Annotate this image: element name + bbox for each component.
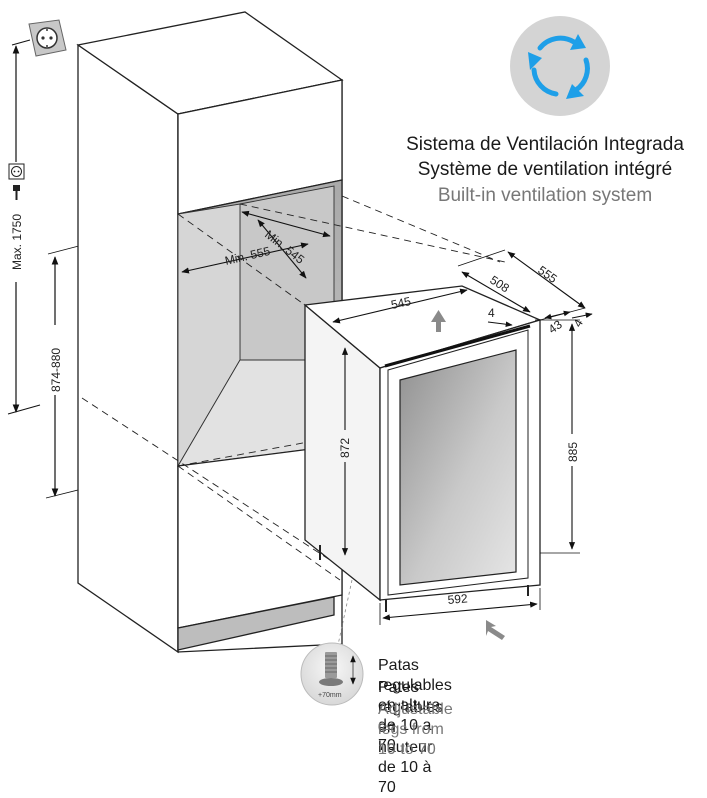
depth-508-label: 508 xyxy=(487,273,512,296)
wall-socket-icon xyxy=(28,19,67,57)
width-545-label: 545 xyxy=(390,294,413,312)
depth-555-label: 555 xyxy=(535,263,560,286)
height-885-label: 885 xyxy=(566,442,580,462)
leg-inset-label: +70mm xyxy=(318,692,342,699)
installation-diagram: Max. 1750 874-880 xyxy=(6,11,610,706)
ventilation-caption-en: Built-in ventilation system xyxy=(437,185,653,206)
niche-height-label: 874-880 xyxy=(49,348,63,392)
ventilation-cycle-icon xyxy=(510,16,610,116)
ventilation-caption-fr: Système de ventilation intégré xyxy=(417,159,673,180)
max-height-dimension: Max. 1750 xyxy=(6,39,41,415)
legs-caption-en: Adjustable legs from 10 to 70 xyxy=(378,701,453,758)
height-872-label: 872 xyxy=(338,438,352,458)
power-plug-icon xyxy=(8,163,25,200)
gap-4-left-label: 4 xyxy=(488,306,495,320)
gap-4-right-label: 4 xyxy=(570,316,586,329)
max-height-label: Max. 1750 xyxy=(10,214,24,270)
adjustable-leg-icon: +70mm xyxy=(300,579,364,706)
tall-cabinet xyxy=(76,11,344,654)
ventilation-caption-es: Sistema de Ventilación Integrada xyxy=(406,134,684,155)
width-592-label: 592 xyxy=(447,591,468,607)
